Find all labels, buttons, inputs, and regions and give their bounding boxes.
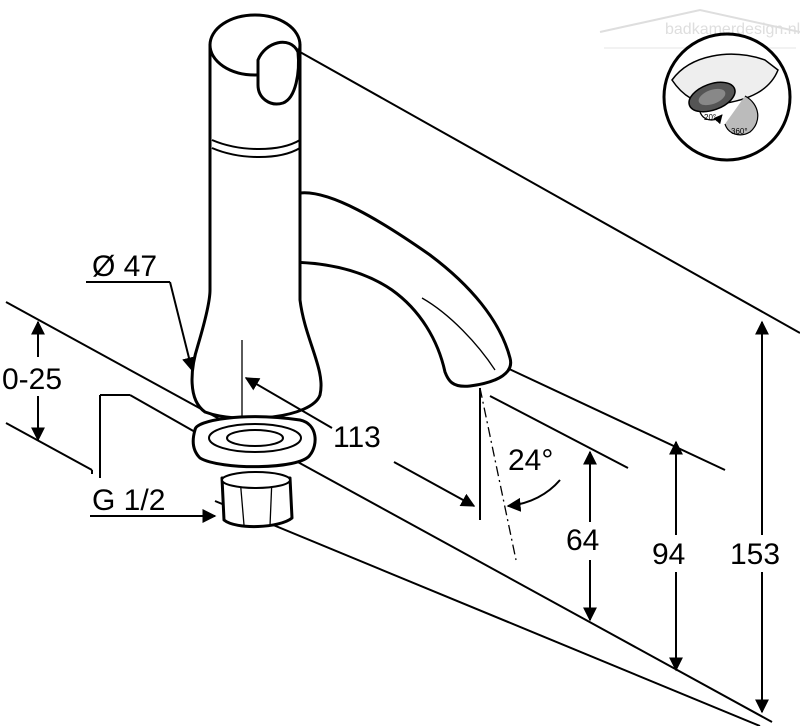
dim-total-height: 153 [730, 320, 780, 714]
inset-angle-small: 20° [704, 113, 716, 122]
jet-angle [479, 387, 561, 561]
dim-thread: G 1/2 [90, 484, 217, 523]
dim-height-adjust: 0-25 [2, 320, 62, 442]
dim-diameter-label: Ø 47 [92, 250, 157, 283]
watermark-text: badkamerdesign.nl [665, 21, 800, 38]
deck-outline [5, 301, 773, 726]
faucet-body [190, 13, 513, 529]
dim-spout-height: 64 [566, 450, 599, 622]
dim-reach: 113 [244, 377, 476, 507]
dim-height-adjust-label: 0-25 [2, 363, 62, 396]
dim-spout-top: 94 [652, 440, 685, 672]
dim-angle-label: 24° [508, 444, 553, 477]
extension-lines [299, 51, 800, 471]
dim-spout-height-label: 64 [566, 524, 599, 557]
aerator-inset: 20° 360° [662, 32, 792, 162]
inset-angle-rotate: 360° [731, 127, 748, 136]
dim-diameter: Ø 47 [86, 250, 196, 372]
watermark: badkamerdesign.nl [599, 8, 800, 49]
dim-total-height-label: 153 [730, 538, 780, 571]
dim-reach-label: 113 [333, 421, 381, 454]
dim-thread-label: G 1/2 [92, 484, 165, 517]
dim-spout-top-label: 94 [652, 538, 685, 571]
